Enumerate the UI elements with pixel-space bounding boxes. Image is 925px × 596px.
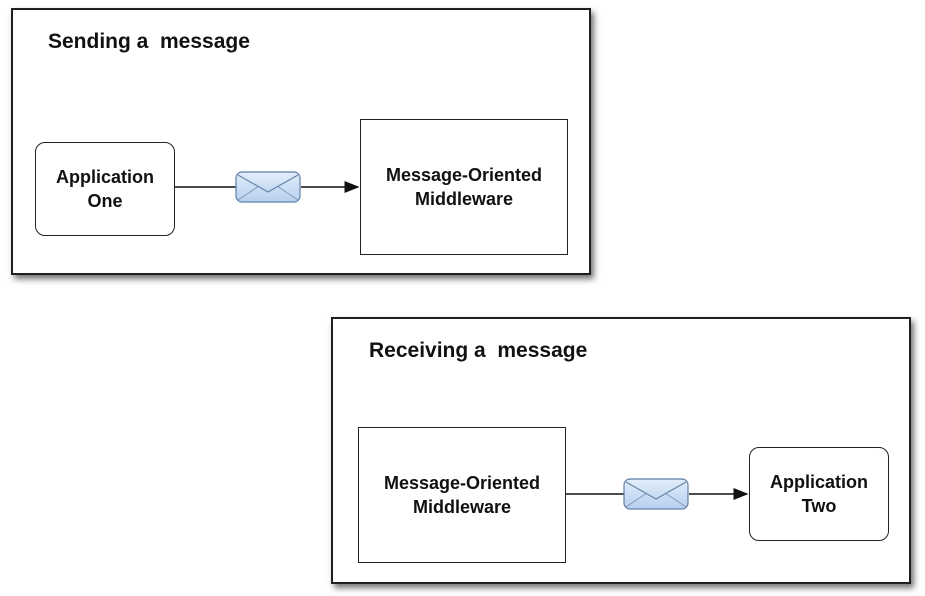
sending-panel-title: Sending a message xyxy=(48,30,250,53)
application-one-node: Application One xyxy=(35,142,175,236)
application-two-node: Application Two xyxy=(749,447,889,541)
application-one-label: Application One xyxy=(56,167,154,211)
receiving-panel: Receiving a message Message-Oriented Mid… xyxy=(331,317,911,584)
sending-middleware-node: Message-Oriented Middleware xyxy=(360,119,568,255)
application-two-label: Application Two xyxy=(770,472,868,516)
sending-panel: Sending a message Application One Messag… xyxy=(11,8,591,275)
receiving-panel-title: Receiving a message xyxy=(369,339,588,362)
sending-flow xyxy=(175,171,360,203)
receiving-middleware-label: Message-Oriented Middleware xyxy=(383,473,541,517)
receiving-flow xyxy=(566,478,749,510)
envelope-icon xyxy=(235,171,301,203)
receiving-middleware-node: Message-Oriented Middleware xyxy=(358,427,566,563)
sending-middleware-label: Message-Oriented Middleware xyxy=(385,165,543,209)
envelope-icon xyxy=(623,478,689,510)
